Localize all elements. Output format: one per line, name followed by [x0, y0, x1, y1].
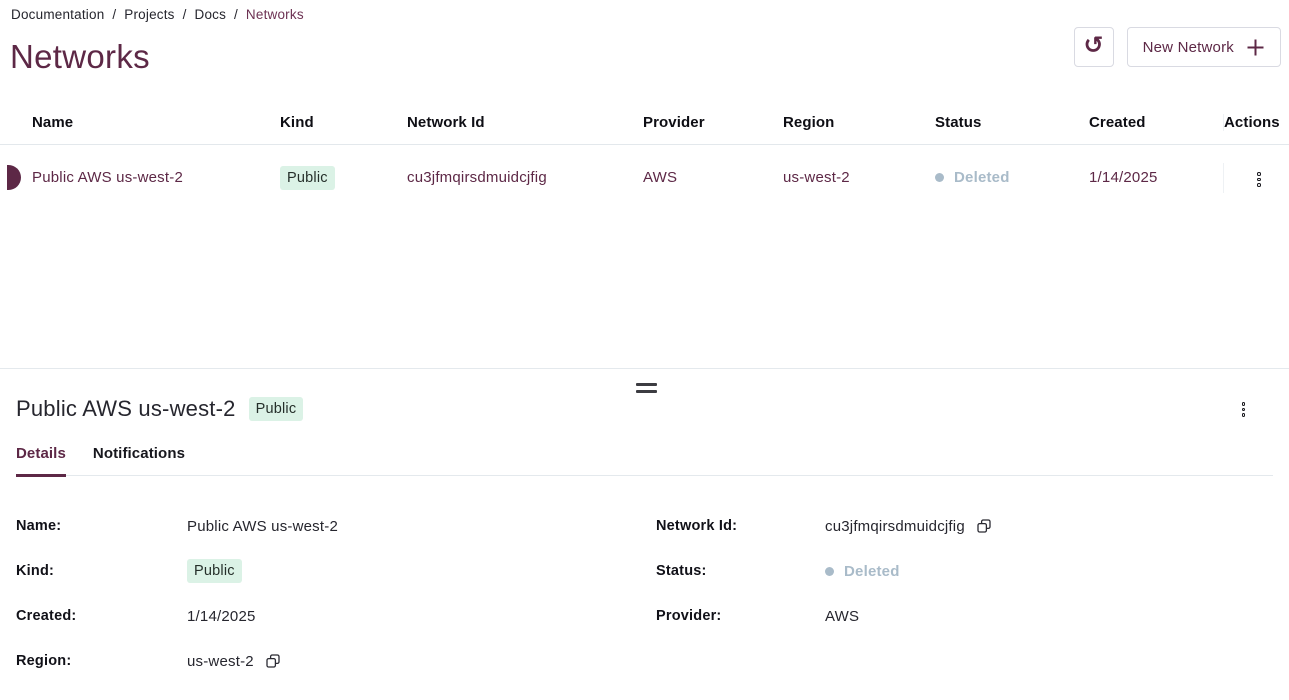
field-name-label: Name: — [16, 518, 62, 534]
field-network-id: Network Id: cu3jfmqirsdmuidcjfig — [656, 504, 1276, 549]
new-network-button-label: New Network — [1142, 38, 1234, 56]
selected-row-marker — [7, 165, 21, 190]
field-region: Region: us-west-2 — [16, 639, 656, 684]
drawer-header: Public AWS us-west-2 Public — [0, 396, 1289, 423]
drawer-title: Public AWS us-west-2 — [16, 396, 236, 422]
breadcrumb-networks-current: Networks — [245, 7, 304, 22]
drawer-drag-handle[interactable] — [634, 381, 659, 395]
field-provider-value: AWS — [825, 607, 860, 625]
kebab-dot-icon — [1257, 183, 1261, 187]
column-header-actions: Actions — [1223, 113, 1289, 131]
field-kind: Kind: Public — [16, 549, 656, 594]
column-header-status: Status — [935, 113, 982, 131]
field-region-value: us-west-2 — [187, 652, 254, 670]
drawer-actions-menu-button[interactable] — [1236, 396, 1252, 423]
kebab-dot-icon — [1257, 177, 1261, 181]
kebab-dot-icon — [1241, 407, 1245, 411]
field-name-value: Public AWS us-west-2 — [187, 517, 338, 535]
kebab-dot-icon — [1257, 172, 1261, 176]
table-row[interactable]: Public AWS us-west-2 Public cu3jfmqirsdm… — [0, 145, 1289, 210]
kind-badge: Public — [280, 165, 335, 190]
field-network-id-label: Network Id: — [656, 518, 738, 534]
status-dot-icon — [935, 173, 944, 182]
status-dot-icon — [825, 566, 834, 576]
plus-icon — [1247, 39, 1264, 55]
cell-provider: AWS — [643, 169, 678, 186]
field-status-value: Deleted — [844, 562, 900, 580]
column-header-region: Region — [783, 113, 835, 131]
field-status: Status: Deleted — [656, 549, 1276, 594]
breadcrumb: Documentation / Projects / Docs / Networ… — [0, 0, 1289, 22]
field-network-id-value: cu3jfmqirsdmuidcjfig — [825, 517, 965, 535]
field-created-label: Created: — [16, 608, 77, 624]
cell-created: 1/14/2025 — [1089, 169, 1158, 186]
copy-region-button[interactable] — [266, 654, 280, 668]
breadcrumb-documentation[interactable]: Documentation — [11, 7, 105, 22]
field-kind-label: Kind: — [16, 563, 55, 579]
breadcrumb-separator: / — [182, 7, 187, 22]
drag-handle-bar — [636, 383, 657, 386]
breadcrumb-docs[interactable]: Docs — [194, 7, 227, 22]
drawer-tabs: Details Notifications — [16, 444, 1273, 477]
breadcrumb-separator: / — [234, 7, 238, 22]
page-header: Networks ↺ New Network — [0, 22, 1289, 86]
cell-actions — [1223, 162, 1289, 193]
tab-details[interactable]: Details — [16, 445, 66, 477]
copy-icon — [977, 519, 991, 533]
field-created: Created: 1/14/2025 — [16, 594, 656, 639]
details-drawer: Public AWS us-west-2 Public Details Noti… — [0, 368, 1289, 700]
page-title: Networks — [10, 38, 150, 75]
cell-status: Deleted — [935, 169, 1089, 186]
column-header-name: Name — [32, 113, 74, 131]
field-region-label: Region: — [16, 653, 72, 669]
networks-table: Name Kind Network Id Provider Region Sta… — [0, 100, 1289, 210]
drawer-kind-badge: Public — [248, 397, 304, 422]
drag-handle-bar — [636, 390, 657, 393]
column-header-kind: Kind — [280, 113, 314, 131]
cell-kind: Public — [280, 165, 407, 190]
field-created-value: 1/14/2025 — [187, 607, 256, 625]
cell-network-id: cu3jfmqirsdmuidcjfig — [407, 169, 547, 186]
new-network-button[interactable]: New Network — [1126, 27, 1281, 67]
column-header-provider: Provider — [643, 113, 705, 131]
copy-network-id-button[interactable] — [977, 519, 991, 533]
kebab-dot-icon — [1241, 413, 1245, 417]
status-label: Deleted — [954, 169, 1010, 186]
header-actions: ↺ New Network — [1073, 27, 1281, 67]
table-header-row: Name Kind Network Id Provider Region Sta… — [0, 100, 1289, 145]
refresh-icon: ↺ — [1083, 31, 1104, 59]
refresh-button[interactable]: ↺ — [1073, 27, 1114, 67]
breadcrumb-separator: / — [112, 7, 117, 22]
kebab-dot-icon — [1241, 402, 1245, 406]
cell-name: Public AWS us-west-2 — [32, 169, 183, 186]
column-header-created: Created — [1089, 113, 1146, 131]
breadcrumb-projects[interactable]: Projects — [124, 7, 175, 22]
copy-icon — [266, 654, 280, 668]
tab-notifications[interactable]: Notifications — [92, 444, 186, 462]
field-kind-badge: Public — [187, 559, 242, 583]
row-actions-menu-button[interactable] — [1251, 166, 1267, 193]
column-header-network-id: Network Id — [407, 113, 485, 131]
field-name: Name: Public AWS us-west-2 — [16, 504, 656, 549]
field-provider: Provider: AWS — [656, 594, 1276, 639]
details-fields: Name: Public AWS us-west-2 Kind: Public … — [16, 504, 1289, 684]
cell-region: us-west-2 — [783, 169, 850, 186]
field-provider-label: Provider: — [656, 608, 722, 624]
field-status-label: Status: — [656, 563, 707, 579]
